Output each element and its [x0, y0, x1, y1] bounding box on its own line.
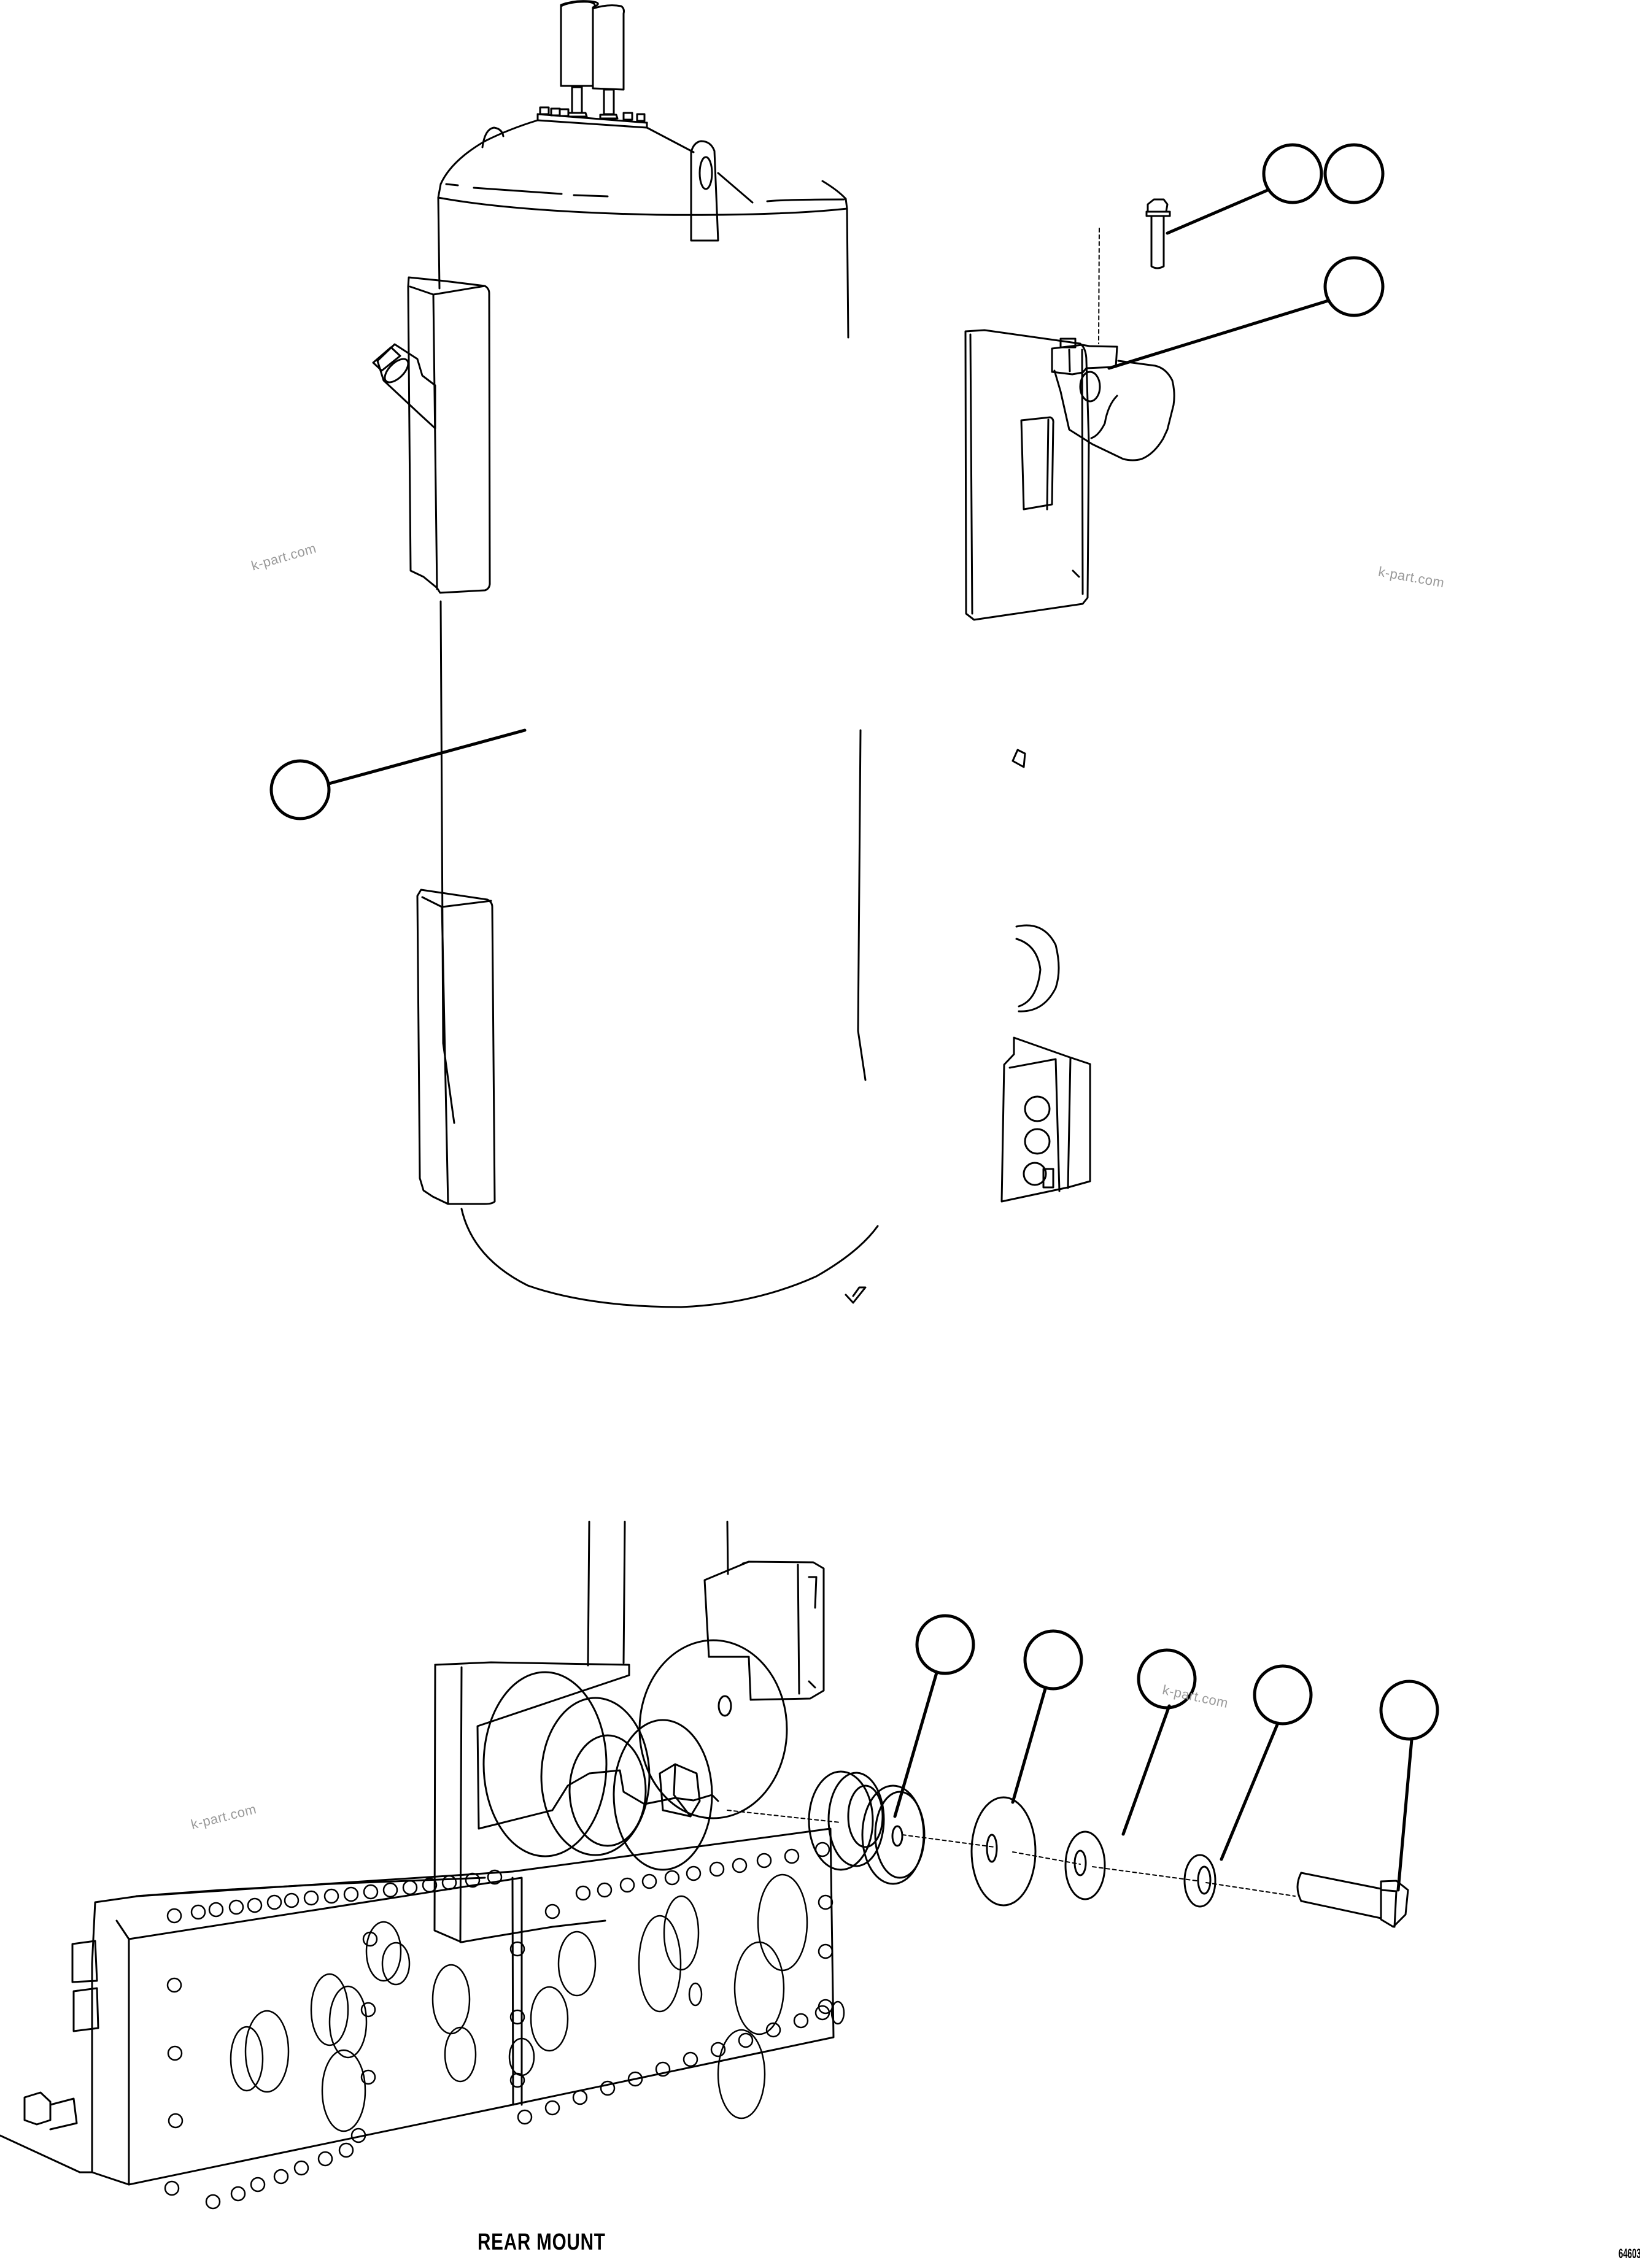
- upper-callouts[interactable]: [269, 143, 1385, 820]
- rubber-isolator: [808, 1770, 926, 1885]
- callout-6[interactable]: [1023, 1629, 1083, 1691]
- lifting-eye: [690, 140, 754, 242]
- mounting-plate: [91, 1827, 835, 2186]
- plate-bolts: [164, 1842, 834, 2210]
- figure-number: 64603: [1619, 2246, 1640, 2261]
- lock-washer: [1183, 1854, 1216, 1908]
- upper-leaders: [327, 188, 1330, 785]
- tank-shell-right: [846, 207, 867, 1081]
- callout-3[interactable]: [1323, 256, 1385, 317]
- flange-bolt: [1145, 198, 1171, 269]
- assembly-axis: [727, 1810, 1296, 1897]
- rear-mount-title: REAR MOUNT: [478, 2229, 606, 2255]
- callout-1[interactable]: [1262, 143, 1323, 204]
- plate-holes: [230, 1873, 845, 2132]
- flat-washer: [1064, 1830, 1106, 1900]
- rear-leaders: [893, 1671, 1414, 1892]
- side-fittings: [0, 1940, 99, 2174]
- right-mount-plate: [964, 329, 1090, 621]
- hex-bolt: [1296, 1872, 1409, 1928]
- callout-7[interactable]: [1137, 1648, 1197, 1710]
- callout-9[interactable]: [1379, 1680, 1439, 1741]
- tank-shell-left: [437, 196, 455, 1124]
- left-lower-bracket: [416, 889, 496, 1205]
- large-washer: [970, 1796, 1037, 1907]
- rear-callouts[interactable]: [915, 1614, 1439, 1741]
- callout-4[interactable]: [269, 759, 331, 820]
- tank-dome: [439, 119, 695, 185]
- tank-bottom: [460, 1208, 879, 1308]
- top-fittings: [536, 0, 648, 129]
- rear-mount-assembly: [0, 1521, 1409, 2210]
- callout-5[interactable]: [915, 1614, 975, 1675]
- right-lower-fittings: [1000, 749, 1091, 1203]
- mounting-bracket: [1051, 228, 1175, 461]
- callout-8[interactable]: [1253, 1664, 1313, 1726]
- callout-2[interactable]: [1323, 143, 1385, 204]
- left-upper-bracket: [372, 276, 491, 594]
- tank-assembly: [372, 0, 1175, 1308]
